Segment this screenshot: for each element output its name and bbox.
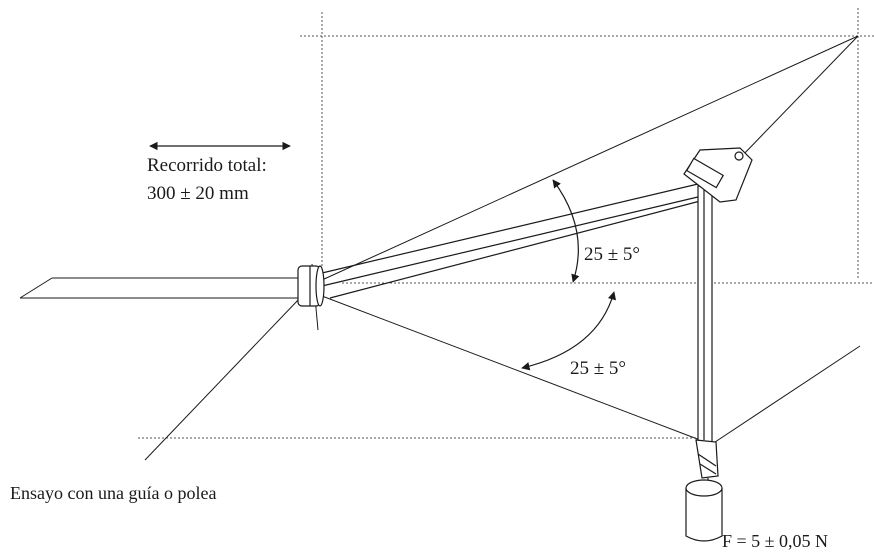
lower-angle-label: 25 ± 5°	[570, 358, 627, 379]
ground-plane	[19, 277, 861, 461]
reference-frame	[138, 8, 874, 439]
left-clamp	[297, 265, 325, 307]
force-label: F = 5 ± 0,05 N	[722, 531, 829, 551]
travel-label: Recorrido total: 300 ± 20 mm	[147, 152, 267, 208]
upper-angle-arc	[552, 179, 580, 283]
vertical-post	[697, 185, 713, 443]
figure-caption: Ensayo con una guía o polea	[10, 483, 217, 503]
travel-label-line1: Recorrido total:	[147, 155, 267, 176]
upper-angle-label: 25 ± 5°	[584, 244, 641, 265]
travel-label-line2: 300 ± 20 mm	[147, 183, 249, 204]
cable-rod	[321, 183, 705, 299]
lower-angle-arc	[521, 291, 617, 371]
upper-pulley	[683, 147, 753, 203]
weight	[685, 479, 723, 542]
